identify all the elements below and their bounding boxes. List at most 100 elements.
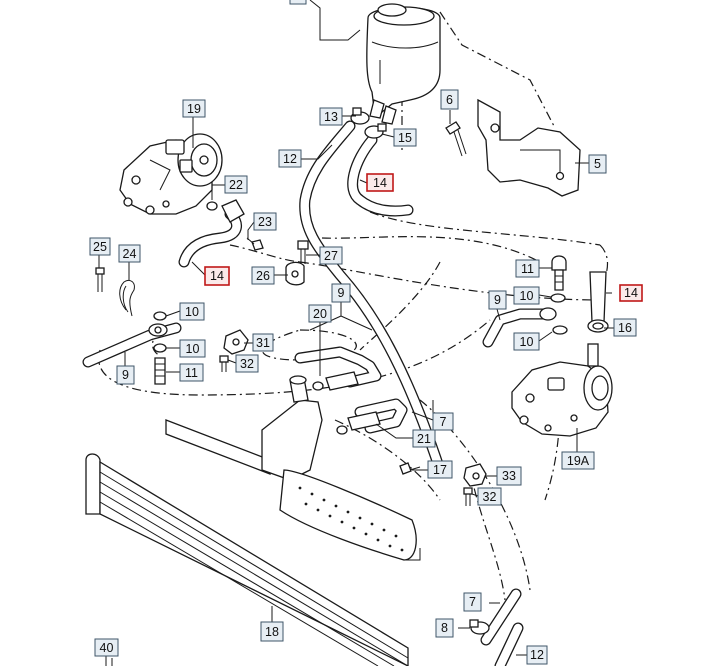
seal-22 [206,201,218,211]
callout-32-lower[interactable]: 32 [477,487,502,506]
svg-text:40: 40 [100,641,114,655]
svg-text:9: 9 [338,286,345,300]
callout-11-left[interactable]: 11 [179,363,204,382]
callout-9-left[interactable]: 9 [116,365,135,385]
bolt-6 [445,121,467,157]
svg-text:10: 10 [520,289,534,303]
callout-22[interactable]: 22 [224,175,248,194]
callout-10-left-upper[interactable]: 10 [179,302,205,321]
callout-14-center[interactable]: 14 [366,173,394,192]
callout-6[interactable]: 6 [440,89,459,110]
callout-27[interactable]: 27 [319,246,343,265]
fitting-31 [223,329,249,355]
callout-24[interactable]: 24 [118,244,141,263]
oil-cooler-18 [85,453,409,666]
svg-text:31: 31 [256,336,270,350]
svg-text:23: 23 [258,215,272,229]
bracket-26 [285,261,305,286]
bolt-25 [95,267,105,292]
bolt-32-upper [219,355,229,372]
reservoir-bracket [477,98,581,197]
callout-14-right[interactable]: 14 [619,284,643,302]
bolt-27 [297,240,309,264]
callout-12-lower[interactable]: 12 [526,645,548,665]
svg-text:25: 25 [93,240,107,254]
callout-19A[interactable]: 19A [561,451,595,470]
hose-clamp-13 [350,107,370,125]
svg-text:32: 32 [240,357,254,371]
power-steering-pump-19 [119,133,223,215]
svg-text:17: 17 [433,463,447,477]
svg-text:14: 14 [373,176,387,190]
callout-23[interactable]: 23 [253,212,277,231]
callout-40[interactable]: 40 [94,638,119,657]
callout-5[interactable]: 5 [588,154,607,174]
washer-10-right-lower [552,325,568,335]
hose-clamp-15 [364,123,387,139]
callout-10-right-upper[interactable]: 10 [513,286,540,305]
callout-31[interactable]: 31 [252,333,274,352]
clip-24 [119,279,135,317]
svg-text:15: 15 [398,131,412,145]
bolt-23 [246,237,264,251]
callout-7-upper[interactable]: 7 [432,412,454,431]
svg-text:16: 16 [618,321,632,335]
callout-10-right-lower[interactable]: 10 [513,332,540,351]
bolt-17 [399,462,421,475]
callout-top[interactable] [289,0,307,5]
pipe-9-left [82,311,182,385]
svg-text:10: 10 [520,335,534,349]
callout-9-center[interactable]: 9 [331,283,351,303]
bolt-32-lower [463,487,473,506]
svg-text:10: 10 [186,342,200,356]
callout-33[interactable]: 33 [496,466,522,486]
svg-text:26: 26 [256,269,270,283]
clamp-16 [587,319,609,333]
svg-text:21: 21 [417,432,431,446]
hose-7-lower [480,588,522,646]
svg-text:32: 32 [483,490,497,504]
callout-10-left-lower[interactable]: 10 [179,339,206,358]
svg-text:7: 7 [469,595,476,609]
callout-8[interactable]: 8 [435,618,454,638]
callout-25[interactable]: 25 [89,237,111,256]
callout-9-right[interactable]: 9 [488,290,507,310]
svg-text:19A: 19A [567,454,590,468]
pipe-21 [336,398,408,435]
fitting-33 [463,463,487,487]
svg-text:9: 9 [494,293,501,307]
callout-7-lower[interactable]: 7 [463,592,482,612]
callout-20[interactable]: 20 [308,304,332,323]
svg-text:14: 14 [210,269,224,283]
svg-text:9: 9 [122,368,129,382]
svg-text:14: 14 [624,286,638,300]
svg-text:6: 6 [446,93,453,107]
callout-12-upper[interactable]: 12 [278,149,302,168]
svg-text:24: 24 [123,247,137,261]
callout-16[interactable]: 16 [613,318,637,337]
svg-text:7: 7 [440,415,447,429]
svg-text:27: 27 [324,249,338,263]
fluid-reservoir [309,0,441,125]
svg-text:22: 22 [229,178,243,192]
power-steering-pump-19A [511,343,613,437]
callout-11-right[interactable]: 11 [515,259,540,278]
svg-text:18: 18 [265,625,279,639]
callouts: 13 15 6 12 14 5 19 22 23 25 24 27 14 26 … [89,0,643,665]
callout-19[interactable]: 19 [182,99,206,118]
callout-17[interactable]: 17 [427,460,453,479]
callout-15[interactable]: 15 [393,128,417,147]
svg-text:12: 12 [530,648,544,662]
hose-12-lower [494,622,524,666]
hose-14-right [589,271,607,323]
svg-text:5: 5 [594,157,601,171]
callout-14-left[interactable]: 14 [204,266,230,286]
callout-18[interactable]: 18 [260,621,284,642]
hose-14-return [347,134,414,217]
callout-21[interactable]: 21 [412,429,436,448]
callout-32-upper[interactable]: 32 [235,354,259,373]
pipe-9-right [482,307,557,348]
callout-13[interactable]: 13 [319,107,343,126]
callout-26[interactable]: 26 [251,266,275,285]
svg-text:8: 8 [441,621,448,635]
